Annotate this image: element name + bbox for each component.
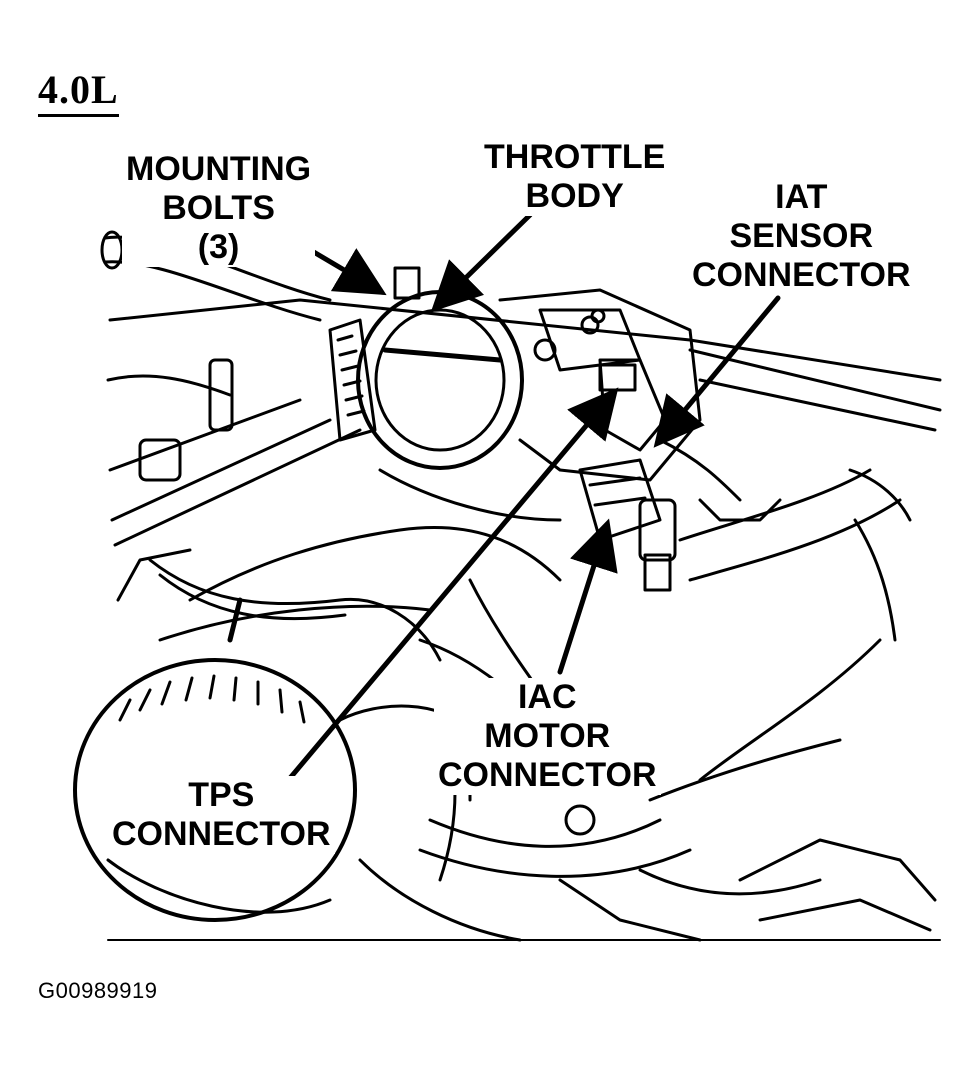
iat-sensor-connector-label: IAT SENSOR CONNECTOR: [688, 178, 915, 295]
tps-connector-leader: [277, 387, 619, 793]
figure-code: G00989919: [38, 978, 158, 1003]
mounting-bolts-label: MOUNTING BOLTS (3): [122, 150, 316, 267]
throttle-body-leader: [430, 212, 533, 312]
tps-connector-label: TPS CONNECTOR: [108, 776, 335, 854]
iac-motor-leader: [557, 518, 618, 675]
iat-sensor-leader: [653, 295, 781, 448]
iac-motor-connector-label: IAC MOTOR CONNECTOR: [434, 678, 661, 795]
engine-title: 4.0L: [38, 70, 119, 117]
throttle-body-label: THROTTLE BODY: [480, 138, 670, 216]
